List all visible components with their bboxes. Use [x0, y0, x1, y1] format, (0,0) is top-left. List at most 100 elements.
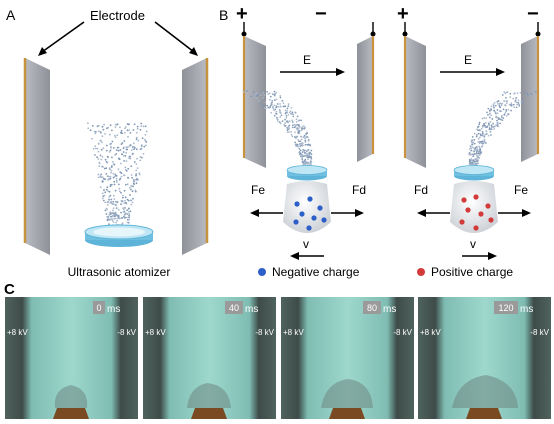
mist-droplet — [124, 216, 127, 219]
mist-droplet — [103, 167, 106, 170]
mist-droplet — [255, 94, 258, 97]
mist-droplet — [478, 121, 481, 124]
plus-terminal-sign: + — [397, 3, 409, 25]
mist-droplet — [108, 223, 110, 226]
mist-droplet — [288, 111, 291, 114]
mist-droplet — [497, 117, 500, 119]
mist-droplet — [475, 135, 478, 138]
mist-droplet — [279, 96, 282, 99]
mist-droplet — [482, 132, 484, 135]
mist-droplet — [296, 115, 299, 118]
mist-droplet — [500, 118, 502, 121]
mist-droplet — [475, 160, 477, 163]
mist-droplet — [250, 95, 253, 98]
mist-droplet — [487, 123, 490, 125]
mist-droplet — [103, 123, 105, 126]
mist-droplet — [112, 212, 115, 215]
mist-droplet — [298, 140, 300, 143]
mist-droplet — [115, 174, 118, 177]
atomizer-caption: Ultrasonic atomizer — [68, 265, 171, 279]
mist-droplet — [114, 211, 117, 214]
mist-droplet — [113, 175, 116, 178]
minus-terminal-sign: − — [527, 3, 539, 25]
velocity-label-right: v — [470, 237, 476, 251]
mist-droplet — [474, 157, 477, 160]
plus-terminal-sign: + — [236, 3, 248, 25]
mist-droplet — [285, 116, 288, 119]
mist-droplet — [288, 124, 291, 127]
atomizer-base-shadow — [191, 408, 227, 419]
left-voltage-label: +8 kV — [7, 328, 28, 337]
mist-droplet — [95, 131, 97, 133]
mist-droplet — [130, 199, 132, 202]
mist-droplet — [109, 211, 112, 214]
mist-droplet — [477, 150, 479, 153]
mist-droplet — [300, 119, 302, 122]
mist-droplet — [506, 100, 508, 102]
mist-droplet — [112, 194, 115, 197]
mist-droplet — [307, 152, 310, 154]
electrode-arrow-left — [41, 21, 85, 53]
mist-droplet — [512, 103, 515, 106]
mist-droplet — [110, 183, 113, 186]
mist-droplet — [503, 91, 506, 93]
mist-droplet — [471, 161, 474, 164]
mist-droplet — [500, 110, 502, 113]
mist-droplet — [269, 95, 272, 98]
mist-droplet — [97, 158, 100, 160]
mist-droplet — [133, 148, 135, 151]
mist-droplet — [248, 90, 251, 92]
mist-droplet — [293, 123, 296, 126]
mist-droplet — [110, 169, 113, 172]
mist-droplet — [509, 92, 512, 95]
mist-droplet — [512, 97, 514, 100]
mist-droplet — [287, 103, 290, 105]
minus-terminal-sign: − — [315, 3, 327, 25]
mist-droplet — [133, 145, 135, 148]
video-frame-image: +8 kV -8 kV 120 ms — [418, 297, 551, 419]
video-frame-image: +8 kV -8 kV 80 ms — [281, 297, 414, 419]
mist-droplet — [306, 153, 308, 155]
mist-droplet — [116, 146, 119, 149]
mist-droplet — [288, 126, 290, 129]
mist-droplet — [105, 213, 108, 215]
mist-droplet — [477, 138, 480, 140]
mist-droplet — [102, 199, 105, 202]
mist-column — [87, 122, 148, 229]
mist-droplet — [100, 158, 103, 161]
mist-droplet — [242, 91, 245, 93]
mist-droplet — [310, 156, 312, 159]
arrowhead-icon — [496, 68, 505, 76]
mist-droplet — [481, 131, 484, 133]
mist-droplet — [94, 132, 97, 135]
mist-droplet — [473, 139, 476, 141]
mist-droplet — [140, 156, 143, 159]
mist-droplet — [115, 221, 117, 224]
mist-droplet — [105, 207, 108, 210]
mist-droplet — [131, 201, 134, 204]
mist-droplet — [468, 152, 471, 154]
mist-droplet — [259, 94, 262, 96]
mist-droplet — [484, 133, 487, 136]
mist-droplet — [104, 191, 107, 194]
mist-droplet — [120, 162, 122, 165]
mist-droplet — [521, 102, 524, 105]
mist-droplet — [500, 102, 503, 105]
mist-droplet — [483, 136, 485, 138]
mist-droplet — [484, 121, 487, 124]
mist-droplet — [507, 113, 510, 115]
mist-droplet — [526, 92, 529, 95]
mist-droplet — [105, 188, 108, 191]
mist-droplet — [481, 117, 484, 120]
mist-droplet — [517, 99, 520, 102]
mist-droplet — [136, 167, 139, 170]
mist-droplet — [282, 105, 285, 108]
mist-droplet — [298, 151, 301, 154]
mist-droplet — [273, 109, 275, 112]
mist-droplet — [136, 131, 138, 134]
arrowhead-icon — [189, 47, 198, 56]
mist-droplet — [294, 143, 297, 146]
mist-droplet — [108, 167, 111, 170]
mist-droplet — [485, 130, 488, 132]
mist-droplet — [101, 156, 104, 158]
